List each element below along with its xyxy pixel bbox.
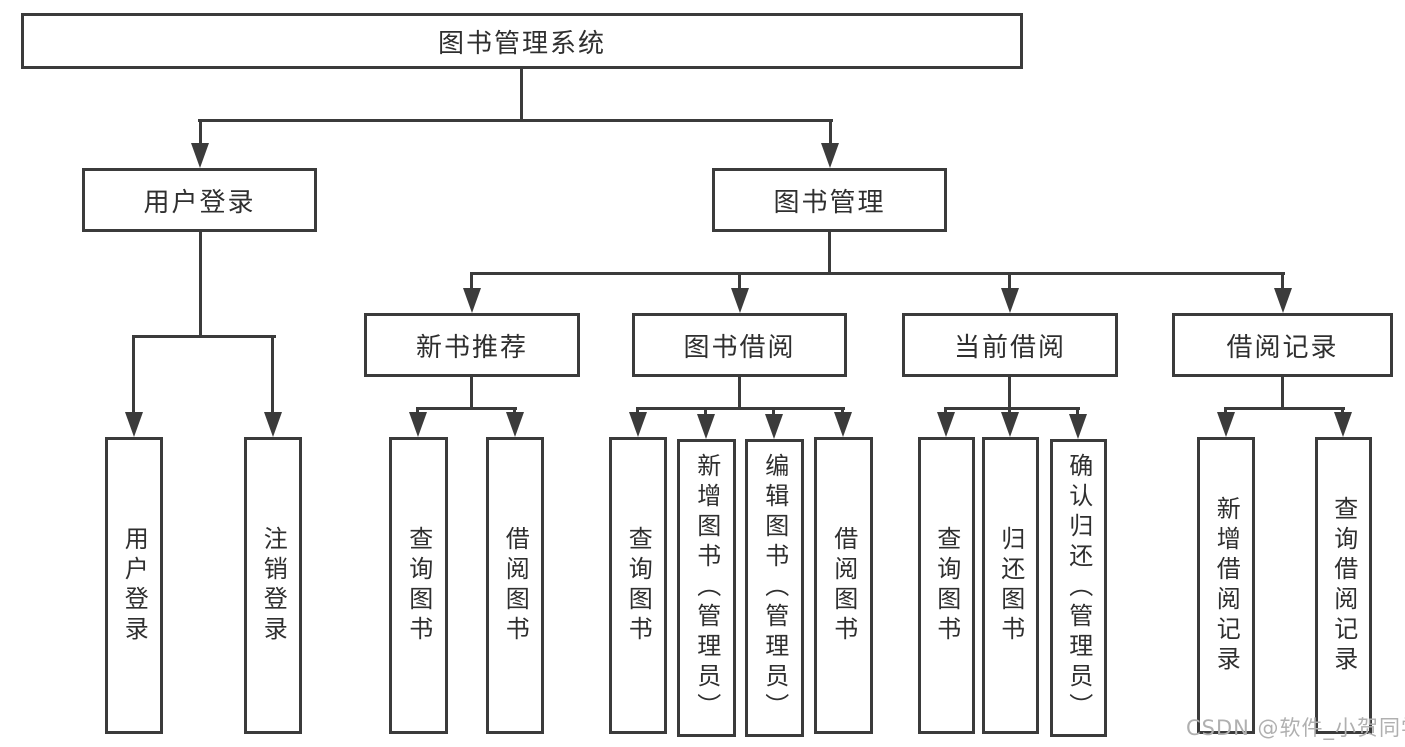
node-user-login: 用户登录 xyxy=(82,168,317,232)
leaf-bb-query-book-label: 查询图书 xyxy=(624,525,653,646)
connector-to-new-book-rec-stem xyxy=(470,272,473,292)
arrow-down-icon xyxy=(629,412,647,437)
connector-stem xyxy=(704,407,707,417)
arrow-down-icon xyxy=(937,412,955,437)
connector-stem xyxy=(1076,407,1079,417)
node-book-management: 图书管理 xyxy=(712,168,947,232)
leaf-user-login-label: 用户登录 xyxy=(120,525,149,646)
connector-user-login-stem xyxy=(199,232,202,337)
leaf-bb-add-book-admin-label: 新增图书（管理员） xyxy=(692,453,721,723)
connector-stem xyxy=(772,407,775,417)
arrow-down-icon xyxy=(191,143,209,168)
connector-user-login-rail xyxy=(133,335,276,338)
arrow-down-icon xyxy=(506,412,524,437)
arrow-down-icon xyxy=(697,414,715,439)
connector-to-borrow-records-stem xyxy=(1281,272,1284,292)
connector-leaf-logout-stem xyxy=(271,335,274,415)
leaf-br-add-record-label: 新增借阅记录 xyxy=(1212,495,1241,676)
connector-to-current-borrow-stem xyxy=(1008,272,1011,292)
arrow-down-icon xyxy=(1217,412,1235,437)
connector-new-book-rec-rail xyxy=(417,407,517,410)
leaf-nb-query-book: 查询图书 xyxy=(389,437,448,734)
node-user-login-label: 用户登录 xyxy=(143,187,256,218)
leaf-br-add-record: 新增借阅记录 xyxy=(1197,437,1255,734)
connector-to-book-mgmt-stem xyxy=(829,119,832,149)
node-borrow-records: 借阅记录 xyxy=(1172,313,1393,377)
arrow-down-icon xyxy=(463,288,481,313)
node-borrow-records-label: 借阅记录 xyxy=(1226,332,1339,363)
arrow-down-icon xyxy=(1001,288,1019,313)
connector-book-mgmt-rail xyxy=(470,272,1285,275)
arrow-down-icon xyxy=(834,412,852,437)
arrow-down-icon xyxy=(1001,412,1019,437)
leaf-bb-borrow-book-label: 借阅图书 xyxy=(829,525,858,646)
node-book-borrow-label: 图书借阅 xyxy=(683,332,796,363)
connector-leaf-user-login-stem xyxy=(132,335,135,415)
connector-book-borrow-rail xyxy=(637,407,845,410)
connector-to-user-login-stem xyxy=(199,119,202,149)
connector-current-borrow-stem xyxy=(1008,377,1011,409)
node-new-book-recommend-label: 新书推荐 xyxy=(415,332,528,363)
arrow-down-icon xyxy=(1274,288,1292,313)
connector-borrow-records-stem xyxy=(1281,377,1284,409)
leaf-br-query-record-label: 查询借阅记录 xyxy=(1329,495,1358,676)
arrow-down-icon xyxy=(264,412,282,437)
leaf-cb-return-book-label: 归还图书 xyxy=(996,525,1025,646)
connector-current-borrow-rail xyxy=(945,407,1080,410)
leaf-nb-borrow-book-label: 借阅图书 xyxy=(501,525,530,646)
connector-book-mgmt-stem xyxy=(828,232,831,274)
leaf-cb-confirm-return-admin: 确认归还（管理员） xyxy=(1050,439,1107,737)
leaf-cb-confirm-return-admin-label: 确认归还（管理员） xyxy=(1064,453,1093,723)
leaf-logout: 注销登录 xyxy=(244,437,302,734)
leaf-cb-return-book: 归还图书 xyxy=(982,437,1039,734)
connector-new-book-rec-stem xyxy=(470,377,473,409)
arrow-down-icon xyxy=(125,412,143,437)
leaf-bb-add-book-admin: 新增图书（管理员） xyxy=(677,439,736,737)
node-current-borrow-label: 当前借阅 xyxy=(953,332,1066,363)
connector-root-stem xyxy=(520,66,523,122)
leaf-user-login: 用户登录 xyxy=(105,437,163,734)
leaf-bb-query-book: 查询图书 xyxy=(609,437,667,734)
arrow-down-icon xyxy=(409,412,427,437)
leaf-cb-query-book-label: 查询图书 xyxy=(932,525,961,646)
arrow-down-icon xyxy=(1069,414,1087,439)
node-current-borrow: 当前借阅 xyxy=(902,313,1118,377)
arrow-down-icon xyxy=(731,288,749,313)
leaf-br-query-record: 查询借阅记录 xyxy=(1315,437,1372,734)
connector-root-rail xyxy=(198,119,833,122)
arrow-down-icon xyxy=(1334,412,1352,437)
leaf-cb-query-book: 查询图书 xyxy=(918,437,975,734)
watermark-text: CSDN @软件_小贺同学 xyxy=(1186,716,1405,740)
node-new-book-recommend: 新书推荐 xyxy=(364,313,580,377)
node-book-borrow: 图书借阅 xyxy=(632,313,847,377)
leaf-bb-edit-book-admin: 编辑图书（管理员） xyxy=(745,439,804,737)
connector-borrow-records-rail xyxy=(1225,407,1345,410)
leaf-nb-query-book-label: 查询图书 xyxy=(404,525,433,646)
node-root-system: 图书管理系统 xyxy=(21,13,1023,69)
leaf-bb-borrow-book: 借阅图书 xyxy=(814,437,873,734)
connector-to-book-borrow-stem xyxy=(738,272,741,292)
connector-book-borrow-stem xyxy=(738,377,741,409)
node-root-label: 图书管理系统 xyxy=(437,28,606,59)
leaf-nb-borrow-book: 借阅图书 xyxy=(486,437,544,734)
arrow-down-icon xyxy=(821,143,839,168)
arrow-down-icon xyxy=(765,414,783,439)
leaf-logout-label: 注销登录 xyxy=(259,525,288,646)
node-book-management-label: 图书管理 xyxy=(773,187,886,218)
leaf-bb-edit-book-admin-label: 编辑图书（管理员） xyxy=(760,453,789,723)
